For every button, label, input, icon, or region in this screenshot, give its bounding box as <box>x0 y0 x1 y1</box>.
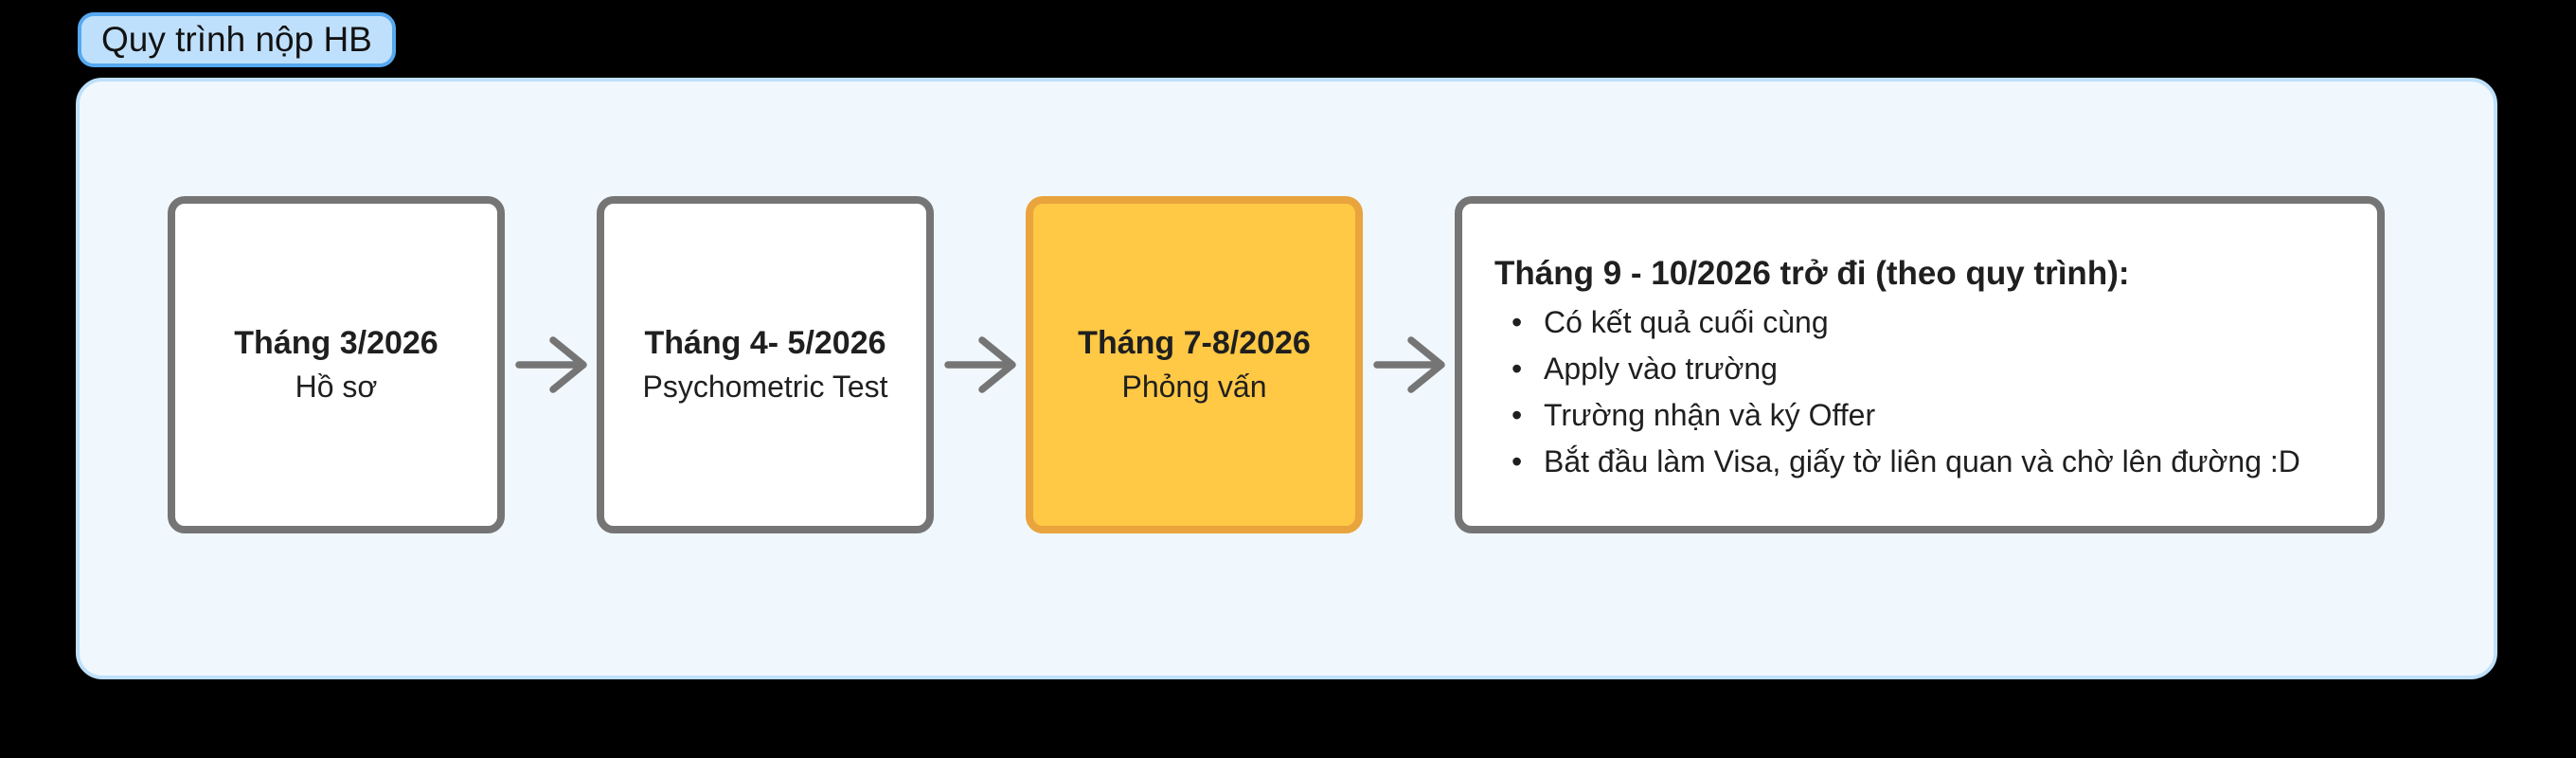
flow-arrow-icon[interactable] <box>505 334 597 395</box>
flow-row: Tháng 3/2026 Hồ sơ Tháng 4- 5/2026 Psych… <box>168 196 2385 533</box>
result-list-item: Có kết quả cuối cùng <box>1494 299 2349 346</box>
step-box-psychometric-test[interactable]: Tháng 4- 5/2026 Psychometric Test <box>597 196 934 533</box>
right-arrow-icon <box>514 336 587 393</box>
diagram-frame[interactable]: Tháng 3/2026 Hồ sơ Tháng 4- 5/2026 Psych… <box>76 78 2497 679</box>
step-date: Tháng 4- 5/2026 <box>644 325 886 361</box>
step-box-ho-so[interactable]: Tháng 3/2026 Hồ sơ <box>168 196 505 533</box>
diagram-title-label[interactable]: Quy trình nộp HB <box>78 12 396 67</box>
result-list: Có kết quả cuối cùng Apply vào trường Tr… <box>1494 299 2349 485</box>
diagram-title-text: Quy trình nộp HB <box>101 20 372 59</box>
flow-arrow-icon[interactable] <box>1363 334 1455 395</box>
right-arrow-icon <box>943 336 1016 393</box>
result-title: Tháng 9 - 10/2026 trở đi (theo quy trình… <box>1494 255 2130 292</box>
result-list-item: Trường nhận và ký Offer <box>1494 392 2349 439</box>
step-date: Tháng 3/2026 <box>234 325 438 361</box>
result-box[interactable]: Tháng 9 - 10/2026 trở đi (theo quy trình… <box>1455 196 2385 533</box>
step-name: Phỏng vấn <box>1121 370 1267 404</box>
step-date: Tháng 7-8/2026 <box>1078 325 1311 361</box>
step-name: Hồ sơ <box>295 370 378 404</box>
result-list-item: Apply vào trường <box>1494 346 2349 392</box>
flow-arrow-icon[interactable] <box>934 334 1026 395</box>
step-name: Psychometric Test <box>642 370 888 404</box>
result-list-item: Bắt đầu làm Visa, giấy tờ liên quan và c… <box>1494 439 2349 485</box>
step-box-phong-van-highlighted[interactable]: Tháng 7-8/2026 Phỏng vấn <box>1026 196 1363 533</box>
right-arrow-icon <box>1372 336 1445 393</box>
